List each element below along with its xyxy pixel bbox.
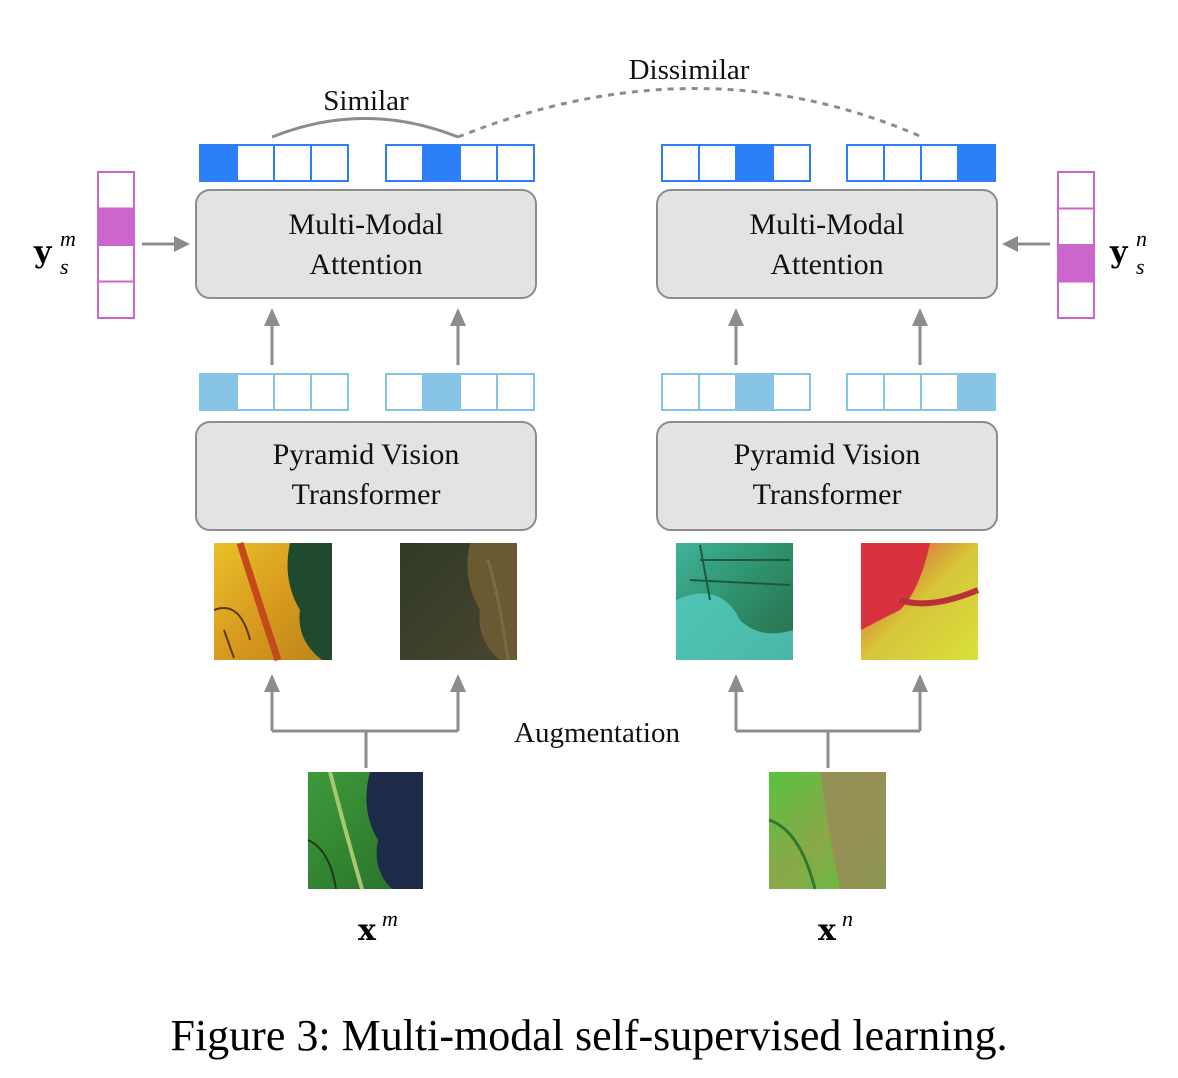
output-token-row-left-b xyxy=(385,144,535,182)
output-token-cell-2 xyxy=(459,144,498,182)
attention-module-left: Multi-Modal Attention xyxy=(195,189,537,299)
attention-left-line2: Attention xyxy=(309,248,422,281)
pvt-right-line1: Pyramid Vision xyxy=(734,438,921,471)
feature-token-row-right-a xyxy=(661,373,811,411)
output-token-cell-1 xyxy=(236,144,275,182)
pvt-right-line2: Transformer xyxy=(753,478,902,511)
label-math-ys-n: y s n xyxy=(1109,226,1147,279)
label-math-ys-m: y s m xyxy=(33,226,76,279)
feature-token-cell-0 xyxy=(661,373,700,411)
output-token-cell-3 xyxy=(772,144,811,182)
arrow-features-up xyxy=(264,308,928,365)
svg-text:n: n xyxy=(1136,226,1147,251)
pvt-module-left: Pyramid Vision Transformer xyxy=(195,421,537,531)
arrow-label-right xyxy=(1002,236,1050,252)
output-token-cell-2 xyxy=(735,144,774,182)
label-vector-cell-2 xyxy=(97,244,135,283)
feature-token-cell-3 xyxy=(496,373,535,411)
dissimilar-arc xyxy=(457,87,923,139)
attention-module-right: Multi-Modal Attention xyxy=(656,189,998,299)
figure-caption: Figure 3: Multi-modal self-supervised le… xyxy=(170,1011,1007,1060)
output-token-cell-1 xyxy=(698,144,737,182)
output-token-cell-3 xyxy=(496,144,535,182)
svg-text:x: x xyxy=(358,913,377,948)
svg-text:m: m xyxy=(382,906,398,931)
similar-label: Similar xyxy=(323,85,409,117)
feature-token-cell-3 xyxy=(957,373,996,411)
attention-right-line2: Attention xyxy=(770,248,883,281)
label-math-x-m: x m xyxy=(358,906,398,948)
label-vector-left xyxy=(97,171,135,319)
svg-text:y: y xyxy=(1109,235,1129,270)
label-vector-cell-3 xyxy=(1057,280,1095,319)
svg-text:x: x xyxy=(818,913,837,948)
similar-arc xyxy=(271,117,459,139)
feature-token-cell-1 xyxy=(883,373,922,411)
svg-text:n: n xyxy=(842,906,853,931)
source-image-m xyxy=(307,771,423,890)
output-token-cell-1 xyxy=(422,144,461,182)
arrow-label-left xyxy=(142,236,190,252)
pvt-left-line2: Transformer xyxy=(292,478,441,511)
output-token-cell-3 xyxy=(957,144,996,182)
output-token-cell-0 xyxy=(661,144,700,182)
source-image-n xyxy=(768,772,886,890)
label-vector-cell-1 xyxy=(97,207,135,246)
feature-token-cell-2 xyxy=(735,373,774,411)
feature-token-cell-3 xyxy=(772,373,811,411)
pvt-left-line1: Pyramid Vision xyxy=(273,438,460,471)
pvt-module-right: Pyramid Vision Transformer xyxy=(656,421,998,531)
output-token-row-right-b xyxy=(846,144,996,182)
label-vector-cell-0 xyxy=(97,171,135,210)
augmentation-branch-right xyxy=(728,674,928,768)
feature-token-cell-2 xyxy=(920,373,959,411)
feature-token-cell-1 xyxy=(698,373,737,411)
output-token-cell-3 xyxy=(310,144,349,182)
feature-token-row-left-b xyxy=(385,373,535,411)
output-token-cell-2 xyxy=(273,144,312,182)
feature-token-cell-3 xyxy=(310,373,349,411)
output-token-cell-1 xyxy=(883,144,922,182)
attention-right-line1: Multi-Modal xyxy=(750,208,905,241)
feature-token-cell-1 xyxy=(422,373,461,411)
output-token-cell-0 xyxy=(846,144,885,182)
output-token-cell-2 xyxy=(920,144,959,182)
svg-text:s: s xyxy=(60,254,69,279)
feature-token-cell-1 xyxy=(236,373,275,411)
feature-token-cell-0 xyxy=(385,373,424,411)
attention-left-line1: Multi-Modal xyxy=(289,208,444,241)
label-math-x-n: x n xyxy=(818,906,853,948)
augmentation-branch-left xyxy=(264,674,466,768)
augmented-image-n-1 xyxy=(676,543,793,660)
feature-token-cell-2 xyxy=(459,373,498,411)
output-token-row-right-a xyxy=(661,144,811,182)
svg-text:s: s xyxy=(1136,254,1145,279)
svg-text:m: m xyxy=(60,226,76,251)
feature-token-cell-0 xyxy=(199,373,238,411)
augmented-image-n-2 xyxy=(861,543,980,660)
output-token-row-left-a xyxy=(199,144,349,182)
label-vector-right xyxy=(1057,171,1095,319)
label-vector-cell-3 xyxy=(97,280,135,319)
feature-token-row-left-a xyxy=(199,373,349,411)
feature-token-cell-0 xyxy=(846,373,885,411)
augmented-image-m-2 xyxy=(400,543,517,661)
label-vector-cell-1 xyxy=(1057,207,1095,246)
output-token-cell-0 xyxy=(199,144,238,182)
dissimilar-label: Dissimilar xyxy=(629,54,750,86)
label-vector-cell-0 xyxy=(1057,171,1095,210)
output-token-cell-0 xyxy=(385,144,424,182)
svg-text:y: y xyxy=(33,235,53,270)
feature-token-cell-2 xyxy=(273,373,312,411)
label-vector-cell-2 xyxy=(1057,244,1095,283)
augmentation-label: Augmentation xyxy=(514,717,680,749)
feature-token-row-right-b xyxy=(846,373,996,411)
augmented-image-m-1 xyxy=(213,541,332,662)
